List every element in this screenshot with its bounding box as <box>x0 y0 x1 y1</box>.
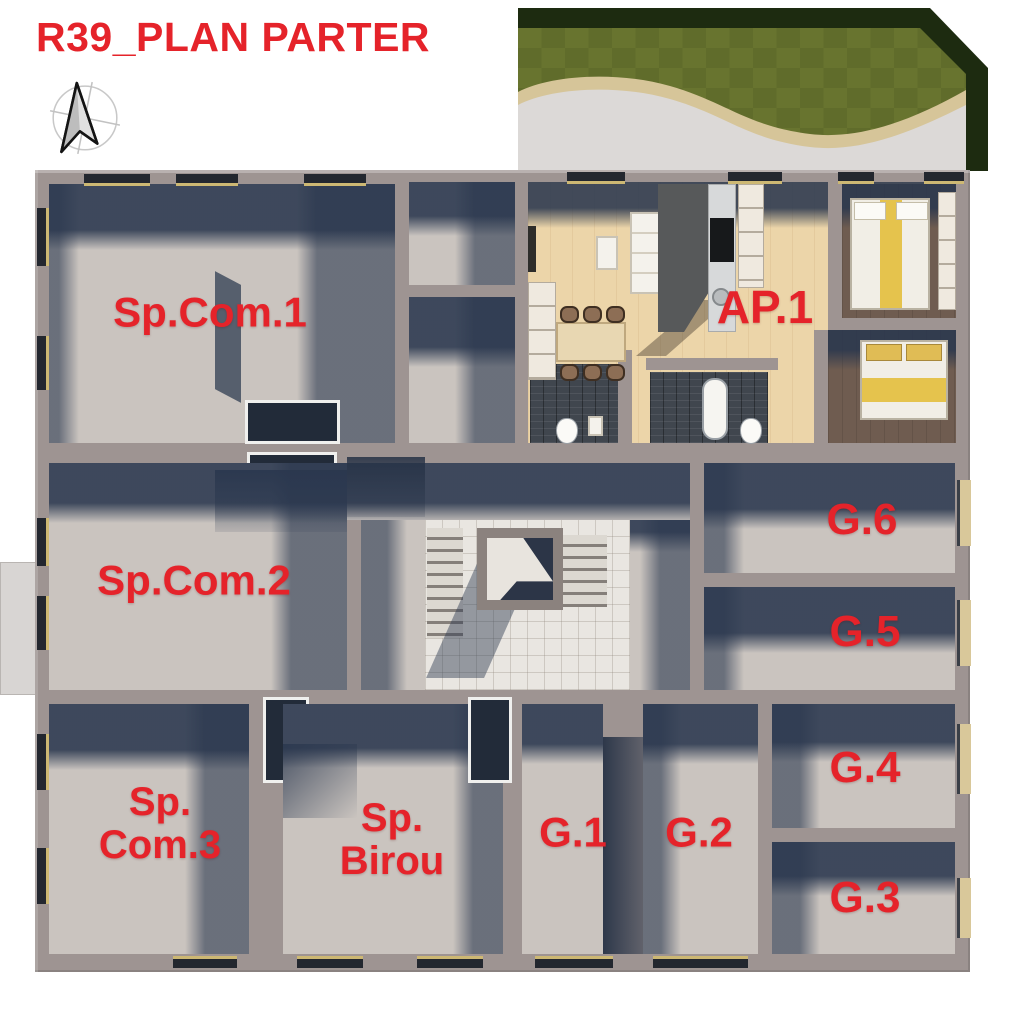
room-label-g2: G.2 <box>665 808 733 856</box>
tv-unit <box>528 226 536 272</box>
room-label-sp-birou: Sp. Birou <box>339 795 445 883</box>
window-marker <box>728 172 782 184</box>
coffee-table <box>596 236 618 270</box>
interior-wall <box>842 318 956 330</box>
garage-door-marker <box>957 600 971 666</box>
page-title: R39_PLAN PARTER <box>36 14 431 60</box>
room-g2 <box>643 704 758 954</box>
room-label-sp-com-1: Sp.Com.1 <box>113 288 307 336</box>
window-marker <box>417 956 483 968</box>
stair-landing <box>487 538 553 600</box>
room-label-line: Sp. <box>128 779 192 824</box>
stair-steps <box>427 528 463 638</box>
window-marker <box>37 518 49 566</box>
interior-wall <box>347 523 361 690</box>
window-marker <box>653 956 748 968</box>
bathtub <box>702 378 728 440</box>
room-label-g5: G.5 <box>829 607 901 657</box>
window-marker <box>304 174 366 186</box>
window-marker <box>37 734 49 790</box>
room-g6 <box>704 463 955 573</box>
hall-right <box>630 520 690 690</box>
chair <box>583 364 602 381</box>
hall-corridor <box>347 463 690 520</box>
pillow <box>854 202 886 220</box>
room-g4 <box>772 704 955 828</box>
stove <box>710 218 734 262</box>
window-marker <box>297 956 363 968</box>
toilet <box>556 418 578 444</box>
window-marker <box>37 848 49 904</box>
room-storage-b <box>409 297 515 443</box>
room-label-g3: G.3 <box>829 873 901 923</box>
bed-runner <box>862 378 946 402</box>
kitchen-sink <box>712 288 730 306</box>
vestibule <box>468 697 512 783</box>
garage-door-marker <box>957 878 971 938</box>
bathroom-sink <box>588 416 603 436</box>
room-label-line: Sp. <box>360 795 424 840</box>
chair <box>606 306 625 323</box>
hall-left <box>361 520 425 690</box>
bed-runner <box>880 200 902 308</box>
pillow <box>896 202 928 220</box>
chair <box>560 306 579 323</box>
window-marker <box>838 172 874 184</box>
room-label-g1: G.1 <box>539 808 607 856</box>
garage-door-marker <box>957 480 971 546</box>
room-label-ap-1: AP.1 <box>716 281 814 334</box>
vestibule <box>245 400 340 444</box>
chair <box>560 364 579 381</box>
room-label-g6: G.6 <box>826 495 898 545</box>
wardrobe <box>938 192 956 310</box>
window-marker <box>173 956 237 968</box>
window-marker <box>176 174 238 186</box>
chair <box>583 306 602 323</box>
room-label-line: Birou <box>339 839 445 883</box>
toilet <box>740 418 762 444</box>
window-marker <box>37 208 49 266</box>
interior-wall <box>646 358 778 370</box>
window-marker <box>567 172 625 184</box>
room-storage-a <box>409 182 515 285</box>
pillow <box>906 344 942 361</box>
pillow <box>866 344 902 361</box>
sofa <box>630 212 660 294</box>
north-arrow-icon <box>49 81 121 155</box>
kitchen-cabinets <box>528 282 556 380</box>
room-sp-com-3 <box>49 704 249 954</box>
garden-area <box>518 8 988 171</box>
room-g3 <box>772 842 955 954</box>
window-marker <box>37 336 49 390</box>
room-g5 <box>704 587 955 690</box>
chair <box>606 364 625 381</box>
stair-steps <box>563 535 607 607</box>
window-marker <box>84 174 150 186</box>
window-marker <box>535 956 613 968</box>
interior-wall <box>814 330 828 443</box>
interior-wall <box>603 697 617 739</box>
room-label-sp-com-2: Sp.Com.2 <box>97 556 291 604</box>
room-g1 <box>522 704 603 954</box>
window-marker <box>37 596 49 650</box>
room-label-g4: G.4 <box>829 743 901 793</box>
window-marker <box>924 172 964 184</box>
garage-door-marker <box>957 724 971 794</box>
hall-cabinet <box>738 184 764 288</box>
entrance-porch <box>0 562 38 695</box>
dining-table <box>556 322 626 362</box>
stair-opening <box>477 528 563 610</box>
room-label-line: Com.3 <box>98 823 222 867</box>
terrace <box>518 89 966 171</box>
room-label-sp-com-3: Sp. Com.3 <box>98 779 222 867</box>
interior-wall <box>828 182 842 330</box>
